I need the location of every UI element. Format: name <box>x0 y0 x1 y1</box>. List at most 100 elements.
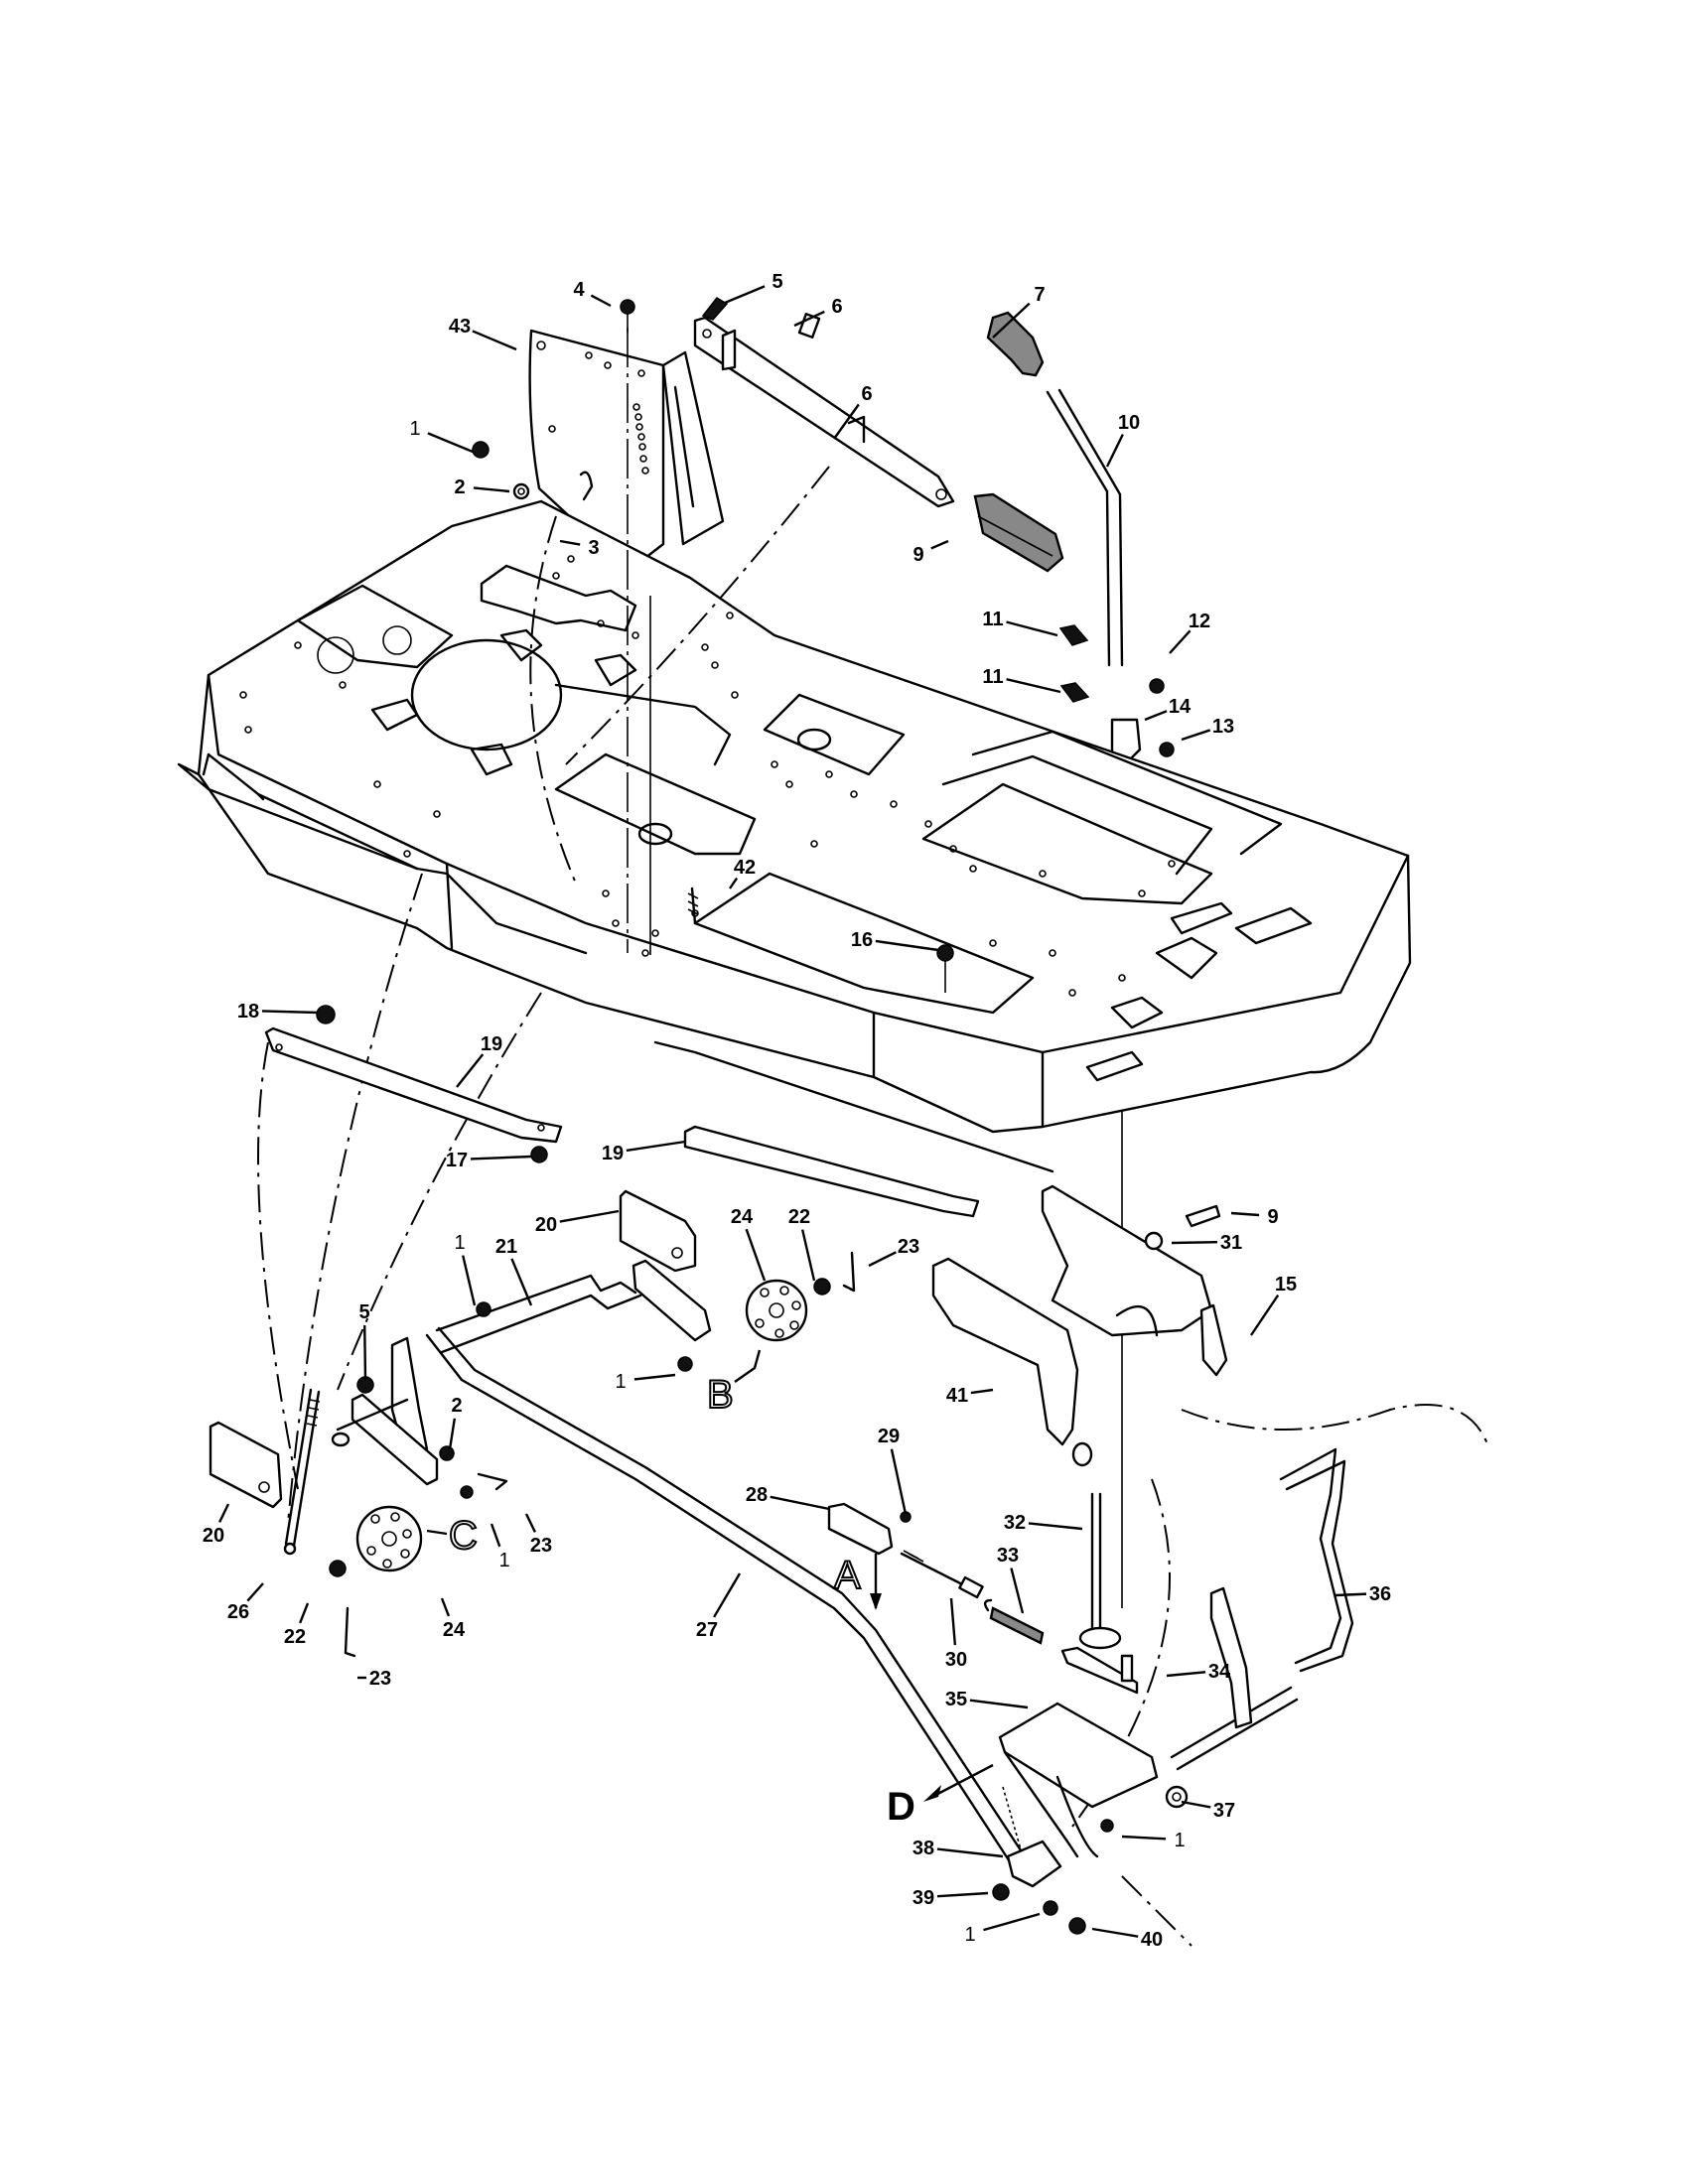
callout-c4: 4 <box>573 279 612 308</box>
callout-c2b: 2 <box>448 1395 463 1450</box>
callout-label: 12 <box>1189 611 1210 632</box>
callout-label: 32 <box>1004 1512 1026 1534</box>
leader-line <box>462 1255 477 1306</box>
callout-label: 41 <box>946 1385 968 1407</box>
callout-label: 43 <box>449 316 471 338</box>
bar-19b <box>683 1125 980 1218</box>
fastener-5 <box>701 297 729 321</box>
leader-line <box>448 1418 457 1450</box>
callout-c1f: 1 <box>964 1912 1041 1946</box>
phantom-line <box>257 1041 299 1490</box>
view-marker-b: B <box>706 1349 762 1418</box>
spring-33 <box>983 1598 1045 1645</box>
leader-line <box>1010 1568 1025 1614</box>
leader-line <box>473 486 510 493</box>
hairpin-23a <box>842 1251 856 1293</box>
leader-line <box>875 939 939 952</box>
callout-c18: 18 <box>237 1001 319 1023</box>
svg-text:A: A <box>834 1554 861 1597</box>
callout-c20b: 20 <box>203 1503 230 1547</box>
clevis-14 <box>1110 718 1142 764</box>
lift-link-27 <box>425 1326 1027 1868</box>
phantom-line <box>529 515 577 885</box>
leader-line <box>1171 1241 1218 1245</box>
adjuster-plate-24b <box>355 1505 423 1572</box>
callout-label: 11 <box>982 609 1003 630</box>
lock-nut-37 <box>1165 1785 1189 1809</box>
clip-9b <box>1185 1204 1221 1228</box>
nut-1c <box>677 1356 693 1372</box>
callout-c37: 37 <box>1181 1800 1235 1822</box>
callout-c16a: 16 <box>851 929 939 952</box>
callout-c33: 33 <box>997 1545 1025 1614</box>
spring-42 <box>687 887 699 925</box>
callout-c19a: 19 <box>456 1033 502 1088</box>
callout-label: 1 <box>964 1924 975 1946</box>
callout-c12: 12 <box>1169 611 1210 654</box>
leader-line <box>246 1582 264 1602</box>
leader-line <box>713 1572 742 1618</box>
shield-plate-43 <box>528 329 725 560</box>
leader-line <box>559 539 581 546</box>
leader-line <box>1250 1294 1280 1336</box>
leader-line <box>983 1912 1041 1932</box>
leader-line <box>936 1847 1004 1858</box>
chassis-deck <box>177 499 1412 1173</box>
callout-label: 1 <box>409 418 420 440</box>
nut-1b <box>476 1301 491 1317</box>
callout-c5: 5 <box>724 271 783 305</box>
callout-label: 17 <box>446 1150 468 1171</box>
callout-label: 1 <box>1174 1830 1185 1851</box>
ratchet-38 <box>1006 1840 1062 1888</box>
callout-label: 26 <box>227 1601 249 1623</box>
leader-line <box>1091 1927 1139 1938</box>
callout-label: 14 <box>1169 696 1192 718</box>
svg-text:D: D <box>887 1785 915 1829</box>
callout-c23a: 23 <box>868 1236 919 1268</box>
leader-line <box>1121 1835 1167 1841</box>
callout-c27: 27 <box>696 1572 742 1641</box>
callout-c24a: 24 <box>731 1206 767 1282</box>
callout-label: 35 <box>945 1689 967 1710</box>
leader-line <box>930 539 949 550</box>
callout-c1d: 1 <box>490 1523 510 1571</box>
leader-line <box>1028 1522 1083 1531</box>
callout-label: 38 <box>912 1838 934 1859</box>
nut-1 <box>472 441 490 459</box>
callout-c9b: 9 <box>1230 1206 1279 1228</box>
callout-label: 1 <box>454 1232 465 1254</box>
pivot-rod <box>1170 1686 1299 1771</box>
nut-12 <box>1149 678 1165 694</box>
leader-line <box>1144 710 1168 722</box>
callout-c22a: 22 <box>788 1206 816 1282</box>
callout-label: 28 <box>746 1484 768 1506</box>
leader-line <box>1006 620 1058 637</box>
callout-c1e: 1 <box>1121 1830 1186 1851</box>
callout-label: 22 <box>788 1206 810 1228</box>
callout-label: 20 <box>535 1214 557 1236</box>
callout-label: 5 <box>772 271 782 293</box>
leader-line <box>1230 1211 1260 1217</box>
callout-c2a: 2 <box>454 477 510 498</box>
leader-line <box>470 1155 532 1160</box>
leader-line <box>218 1503 230 1523</box>
coupler-28 <box>827 1502 894 1556</box>
leader-line <box>633 1373 676 1381</box>
callout-label: 24 <box>443 1619 466 1641</box>
leader-line <box>969 1699 1029 1709</box>
callout-label: 21 <box>495 1236 517 1258</box>
pedal-pad-9 <box>973 492 1064 573</box>
callout-c23c: 23 <box>357 1668 391 1690</box>
mount-bracket-15 <box>1041 1184 1228 1377</box>
callout-label: 30 <box>945 1649 967 1671</box>
callout-label: 9 <box>1267 1206 1278 1228</box>
callout-label: 19 <box>602 1143 624 1164</box>
callout-c1a: 1 <box>409 418 474 454</box>
leader-line <box>1006 678 1061 694</box>
callout-label: 23 <box>530 1535 552 1557</box>
callout-label: 2 <box>451 1395 462 1417</box>
phantom-line <box>565 466 830 765</box>
bolt-22b <box>329 1560 347 1577</box>
view-marker-a: A <box>833 1553 882 1610</box>
